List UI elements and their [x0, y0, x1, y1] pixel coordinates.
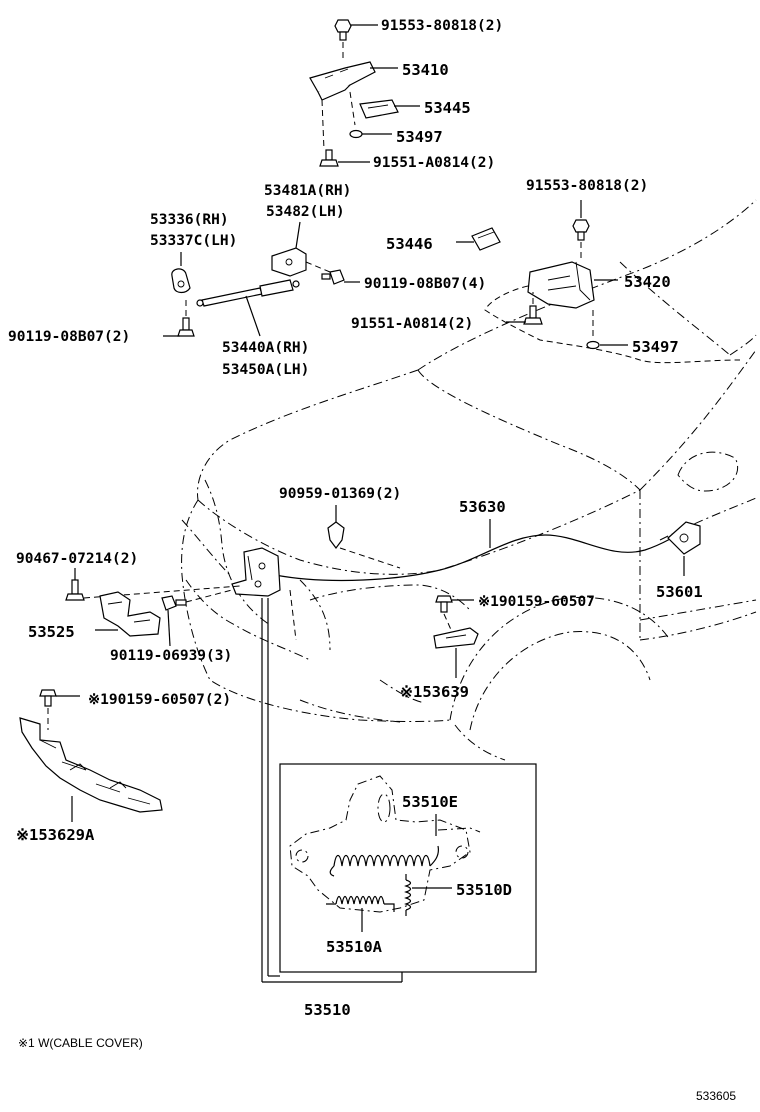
- latch-cable-group: [65, 505, 701, 678]
- label-53639: ※153639: [400, 683, 469, 701]
- figure-code: 533605: [696, 1089, 736, 1103]
- clip-icon: [327, 521, 345, 549]
- label-53630: 53630: [459, 498, 506, 516]
- stay-bracket-icon: [171, 268, 191, 294]
- label-53497-right: 53497: [632, 338, 679, 356]
- label-90159-60507-left: ※190159-60507(2): [88, 692, 231, 708]
- label-91553-80818-top: 91553-80818(2): [381, 18, 503, 34]
- bracket-icon: [359, 99, 399, 119]
- cover-53629a-group: [19, 689, 163, 822]
- hinge-53420-group: [456, 200, 741, 364]
- washer-icon: [349, 129, 363, 139]
- bolt-icon: [39, 689, 57, 707]
- release-handle-icon: [667, 521, 701, 555]
- label-53510d: 53510D: [456, 881, 512, 899]
- hinge-icon: [309, 61, 376, 101]
- hinge-icon: [527, 261, 595, 309]
- label-91553-80818-right: 91553-80818(2): [526, 178, 648, 194]
- label-53510: 53510: [304, 1001, 351, 1019]
- cable-cover-icon: [433, 627, 479, 649]
- bolt-icon: [572, 219, 590, 241]
- label-53481a: 53481A(RH): [264, 183, 351, 199]
- bolt-icon: [161, 595, 187, 611]
- bracket-icon: [471, 227, 501, 251]
- bolt-icon: [319, 149, 339, 167]
- hood-stay-group: [163, 221, 360, 337]
- part-labels: 91553-80818(2) 53410 53445 53497 91551-A…: [8, 18, 736, 1103]
- release-cable: [274, 534, 673, 582]
- latch-detail-box: [261, 598, 537, 983]
- hood-latch-icon: [231, 547, 281, 597]
- footnote: ※1 W(CABLE COVER): [18, 1036, 143, 1050]
- label-53629a: ※153629A: [16, 826, 95, 844]
- damper-icon: [196, 279, 300, 307]
- label-53482: 53482(LH): [266, 204, 345, 220]
- spring-icon: [329, 845, 439, 877]
- label-53497-top: 53497: [396, 128, 443, 146]
- latch-bracket-icon: [99, 591, 161, 637]
- label-90959-01369: 90959-01369(2): [279, 486, 401, 502]
- hinge-53410-group: [309, 19, 420, 167]
- spring-icon: [404, 874, 412, 916]
- label-91551-a0814-right: 91551-A0814(2): [351, 316, 473, 332]
- bolt-icon: [177, 317, 195, 337]
- label-53420: 53420: [624, 273, 671, 291]
- label-53601: 53601: [656, 583, 703, 601]
- label-53440a: 53440A(RH): [222, 340, 309, 356]
- bolt-icon: [435, 595, 453, 613]
- label-91551-a0814-top: 91551-A0814(2): [373, 155, 495, 171]
- bolt-icon: [65, 579, 85, 601]
- stay-bracket-upper-icon: [271, 247, 307, 277]
- label-90119-08b07-4: 90119-08B07(4): [364, 276, 486, 292]
- label-53525: 53525: [28, 623, 75, 641]
- spring-icon: [326, 895, 395, 912]
- bolt-icon: [334, 19, 352, 41]
- label-53445: 53445: [424, 99, 471, 117]
- cover-icon: [19, 717, 163, 813]
- label-90119-06939: 90119-06939(3): [110, 648, 232, 664]
- bolt-icon: [321, 269, 345, 285]
- label-53337c: 53337C(LH): [150, 233, 237, 249]
- label-90119-08b07-2: 90119-08B07(2): [8, 329, 130, 345]
- label-53510e: 53510E: [402, 793, 458, 811]
- label-53450a: 53450A(LH): [222, 362, 309, 378]
- label-53446: 53446: [386, 235, 433, 253]
- label-90467-07214: 90467-07214(2): [16, 551, 138, 567]
- latch-plate-outline: [289, 775, 471, 913]
- label-90159-60507-right: ※190159-60507: [478, 594, 595, 610]
- label-53510a: 53510A: [326, 938, 383, 956]
- label-53336: 53336(RH): [150, 212, 229, 228]
- label-53410: 53410: [402, 61, 449, 79]
- washer-icon: [586, 340, 600, 350]
